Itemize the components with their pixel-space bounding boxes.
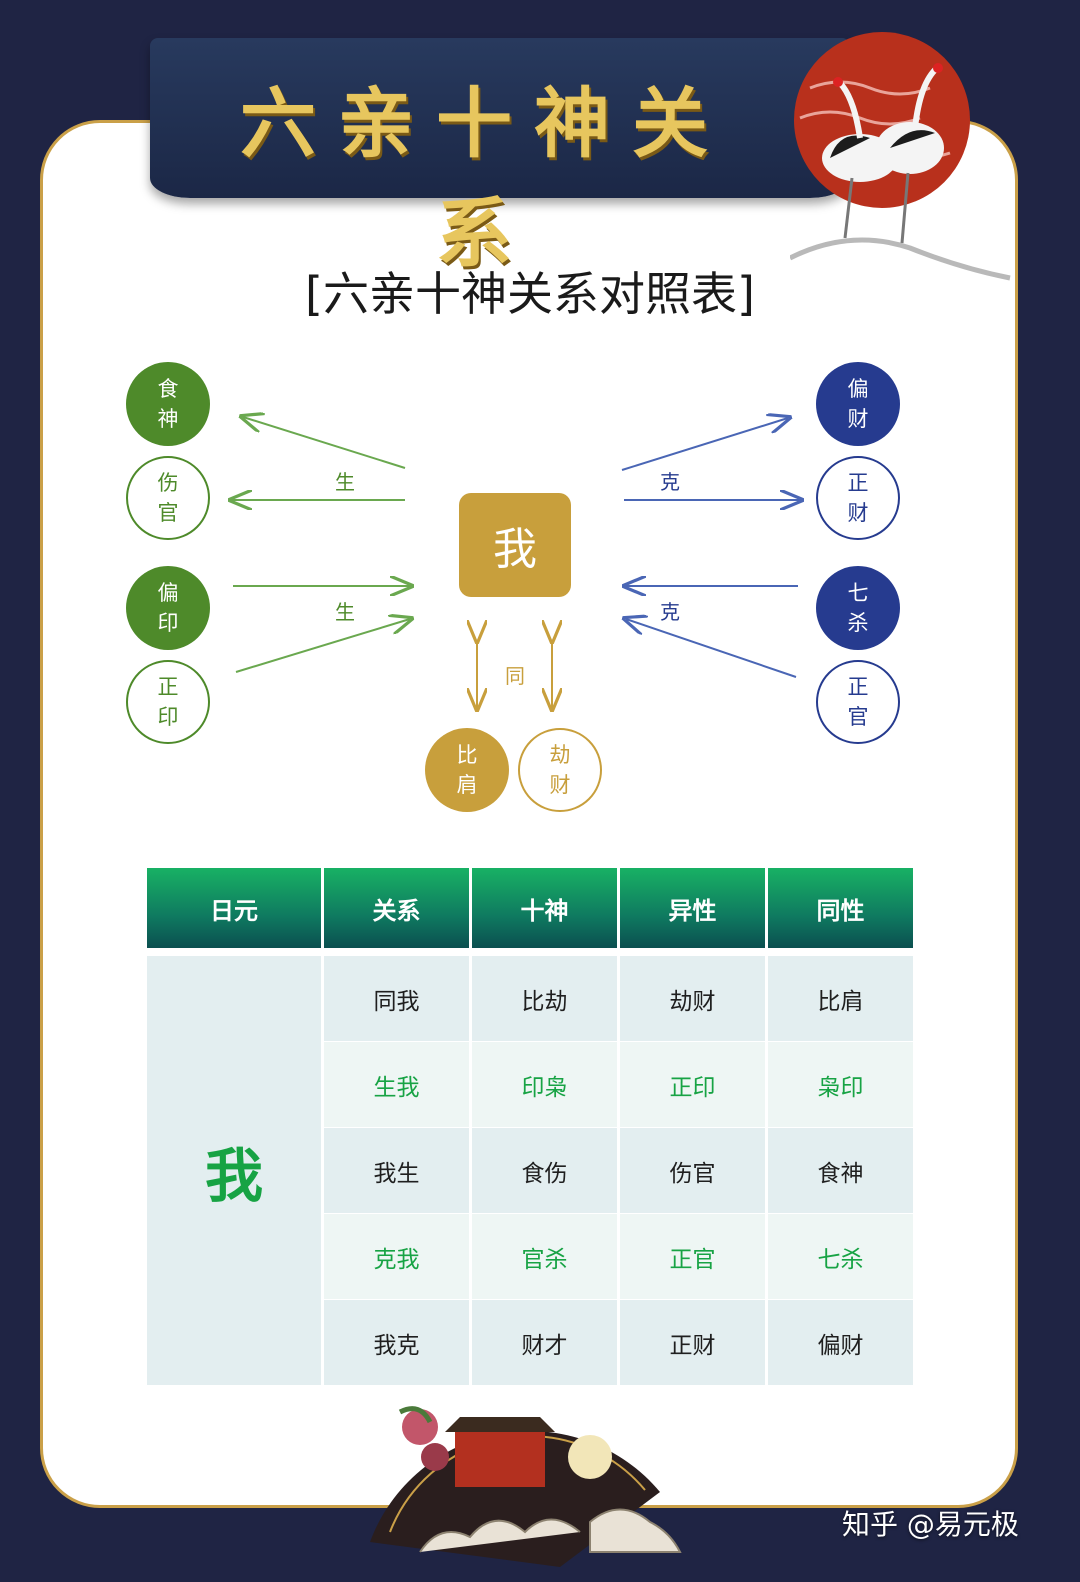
node-piancai: 偏财	[816, 362, 900, 446]
label-sheng-top: 生	[335, 470, 355, 494]
node-pianyin: 偏印	[126, 566, 210, 650]
th-guanxi: 关系	[324, 868, 470, 956]
table-cell: 劫财	[620, 956, 765, 1042]
table-cell: 七杀	[767, 1214, 913, 1300]
title-banner	[150, 38, 850, 198]
node-shishen: 食神	[126, 362, 210, 446]
th-tongxing: 同性	[767, 868, 913, 956]
table-cell: 伤官	[620, 1128, 765, 1214]
node-zhengyin: 正印	[126, 660, 210, 744]
th-ri-yuan: 日元	[147, 868, 322, 956]
relation-arrows	[0, 0, 1080, 820]
table-cell: 生我	[324, 1042, 470, 1128]
label-tong: 同	[505, 664, 525, 688]
th-yixing: 异性	[620, 868, 765, 956]
label-sheng-bottom: 生	[335, 600, 355, 624]
watermark: 知乎 @易元极	[842, 1508, 1019, 1541]
diagram-subtitle: [六亲十神关系对照表]	[305, 267, 755, 321]
table-row: 克我 官杀 正官 七杀	[147, 1214, 913, 1300]
node-zhengcai: 正财	[816, 456, 900, 540]
table-cell: 克我	[324, 1214, 470, 1300]
table-cell: 印枭	[472, 1042, 617, 1128]
th-shishen: 十神	[472, 868, 617, 956]
table-row: 生我 印枭 正印 枭印	[147, 1042, 913, 1128]
table-row: 我克 财才 正财 偏财	[147, 1300, 913, 1386]
table-row: 我生 食伤 伤官 食神	[147, 1128, 913, 1214]
arrow-to-piancai	[621, 418, 788, 471]
table-cell: 偏财	[767, 1300, 913, 1386]
ten-gods-table: 日元 关系 十神 异性 同性 我 同我 比劫 劫财 比肩 生我 印枭 正印 枭印…	[144, 868, 916, 1386]
table-cell: 比肩	[767, 956, 913, 1042]
arrow-to-shishen	[243, 417, 406, 469]
table-cell: 同我	[324, 956, 470, 1042]
node-zhengguan: 正官	[816, 660, 900, 744]
table-cell: 官杀	[472, 1214, 617, 1300]
label-ke-bottom: 克	[660, 600, 680, 624]
table-header-row: 日元 关系 十神 异性 同性	[147, 868, 913, 956]
table-cell: 财才	[472, 1300, 617, 1386]
table-cell: 枭印	[767, 1042, 913, 1128]
table-cell: 正财	[620, 1300, 765, 1386]
page-title: 六亲十神关系	[240, 79, 730, 278]
crane-seal-illustration	[790, 32, 1011, 281]
arrow-from-zhengyin	[235, 619, 410, 673]
table-cell: 我克	[324, 1300, 470, 1386]
table-cell: 比劫	[472, 956, 617, 1042]
table-cell: 食神	[767, 1128, 913, 1214]
arrow-from-zhengguan	[626, 619, 797, 678]
node-shangguan: 伤官	[126, 456, 210, 540]
table-cell: 正印	[620, 1042, 765, 1128]
node-bijian: 比肩	[425, 728, 509, 812]
table-cell: 食伤	[472, 1128, 617, 1214]
node-jiecai: 劫财	[518, 728, 602, 812]
node-qisha: 七杀	[816, 566, 900, 650]
table-cell: 我生	[324, 1128, 470, 1214]
ri-yuan-cell: 我	[147, 956, 322, 1386]
center-me-node: 我	[459, 493, 571, 597]
table-cell: 正官	[620, 1214, 765, 1300]
label-ke-top: 克	[660, 470, 680, 494]
fan-illustration	[370, 1406, 682, 1567]
table-row: 我 同我 比劫 劫财 比肩	[147, 956, 913, 1386]
